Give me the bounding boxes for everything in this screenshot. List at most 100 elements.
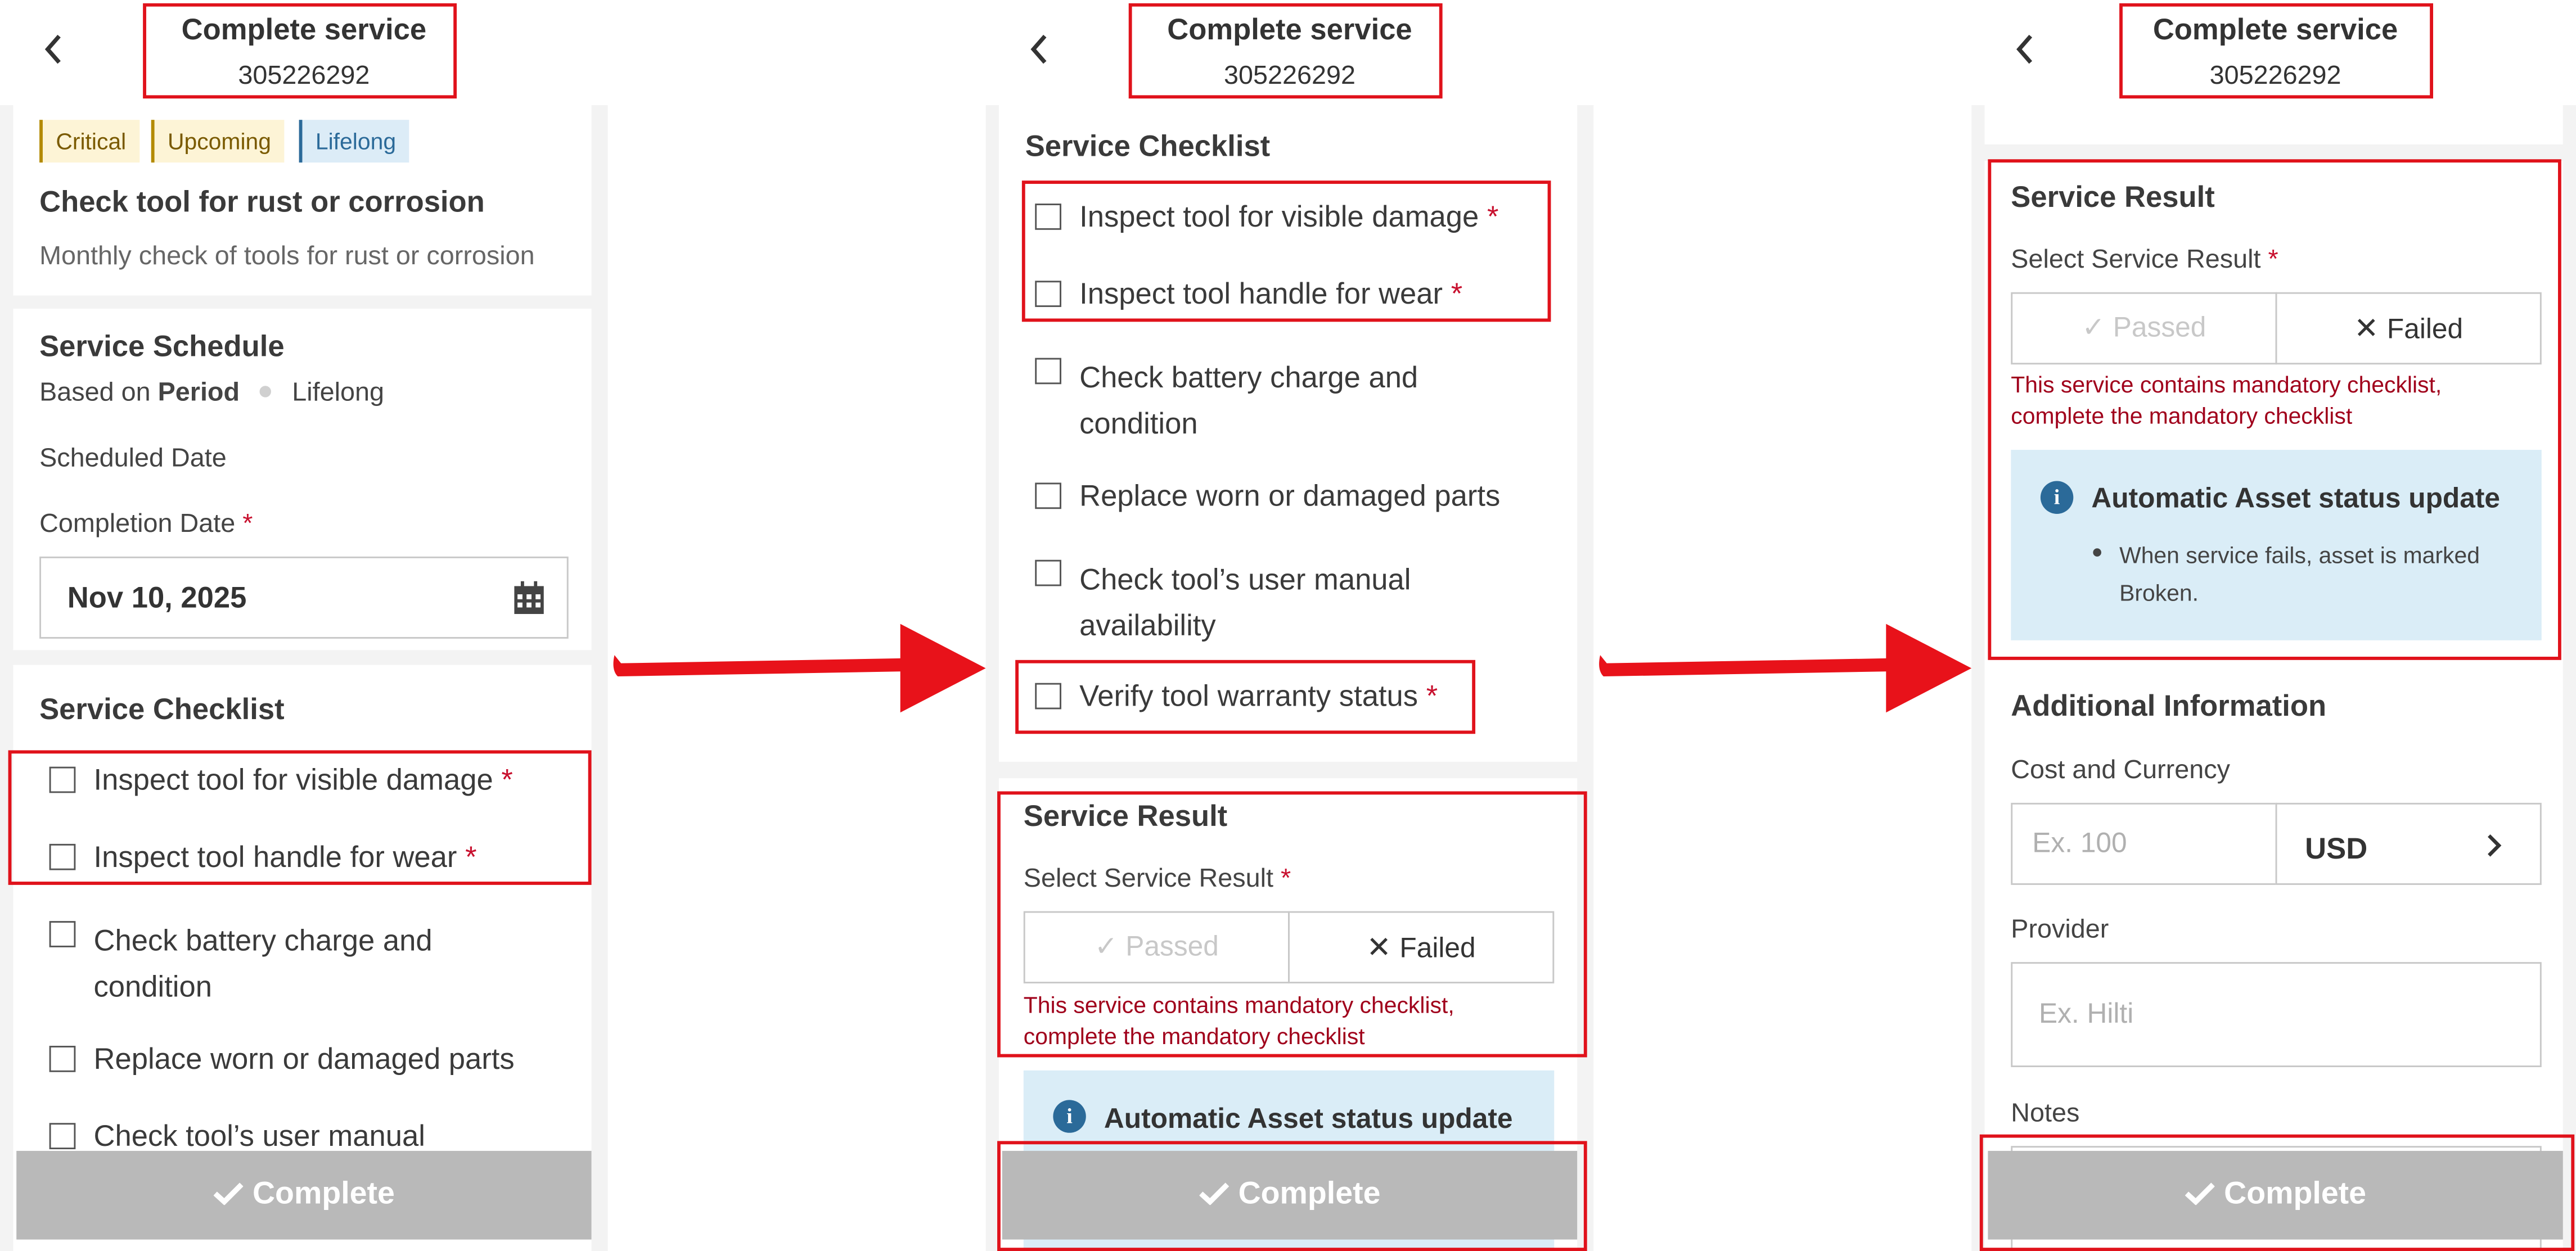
close-icon: ✕ xyxy=(2354,311,2387,345)
chevron-left-icon[interactable] xyxy=(1029,33,1048,65)
header: Complete service 305226292 xyxy=(1971,0,2576,105)
checklist-item-visible-damage: Inspect tool for visible damage * xyxy=(93,763,513,797)
info-icon: i xyxy=(2040,481,2074,514)
checkbox-battery[interactable] xyxy=(49,921,76,947)
service-id: 305226292 xyxy=(1224,62,1355,91)
notes-label: Notes xyxy=(2011,1100,2080,1128)
passed-label: Passed xyxy=(2113,311,2206,344)
service-id: 305226292 xyxy=(2209,62,2341,91)
page-title: Complete service xyxy=(1167,13,1412,46)
header: Complete service 305226292 xyxy=(0,0,608,105)
checkbox-replace-parts[interactable] xyxy=(1035,482,1061,509)
back-button[interactable] xyxy=(43,33,62,75)
checkbox-visible-damage[interactable] xyxy=(49,766,76,793)
chevron-left-icon[interactable] xyxy=(43,33,62,65)
complete-button[interactable]: Complete xyxy=(1988,1150,2563,1240)
back-button[interactable] xyxy=(1029,33,1048,75)
check-icon: ✓ xyxy=(1094,931,1126,963)
auto-status-info: i Automatic Asset status update When ser… xyxy=(2011,450,2542,640)
dot-separator xyxy=(260,386,272,398)
previous-card-end xyxy=(1984,105,2563,144)
auto-status-title: Automatic Asset status update xyxy=(2091,482,2501,514)
checkbox-battery[interactable] xyxy=(1035,358,1061,385)
checklist-item-user-manual: Check tool’s user manual xyxy=(93,1119,425,1153)
additional-heading: Additional Information xyxy=(2011,689,2327,722)
checkbox-user-manual[interactable] xyxy=(1035,559,1061,586)
select-result-label: Select Service Result * xyxy=(2011,246,2278,274)
screen-2: Service Checklist Inspect tool for visib… xyxy=(985,0,1594,1251)
based-prefix: Based on xyxy=(39,379,151,408)
checkbox-user-manual[interactable] xyxy=(49,1123,76,1149)
checklist-item-warranty: Verify tool warranty status * xyxy=(1079,679,1438,713)
tag-upcoming: Upcoming xyxy=(151,120,285,163)
provider-placeholder: Ex. Hilti xyxy=(2038,998,2134,1029)
schedule-heading: Service Schedule xyxy=(39,329,285,363)
checkbox-replace-parts[interactable] xyxy=(49,1046,76,1072)
mandatory-error: This service contains mandatory checklis… xyxy=(1023,991,1454,1049)
complete-button[interactable]: Complete xyxy=(16,1150,592,1240)
complete-button[interactable]: Complete xyxy=(1002,1150,1578,1240)
header: Complete service 305226292 xyxy=(985,0,1594,105)
based-value: Period xyxy=(157,379,240,408)
task-title: Check tool for rust or corrosion xyxy=(39,185,485,219)
highlight-mandatory-items xyxy=(8,750,592,885)
auto-status-title: Automatic Asset status update xyxy=(1104,1103,1513,1135)
mandatory-error: This service contains mandatory checklis… xyxy=(2011,371,2442,429)
checklist-item-visible-damage: Inspect tool for visible damage * xyxy=(1079,200,1499,233)
cost-placeholder: Ex. 100 xyxy=(2032,827,2127,859)
completion-date-text: Completion Date xyxy=(39,511,236,539)
highlight-title xyxy=(2119,3,2434,99)
checkbox-handle-wear[interactable] xyxy=(1035,281,1061,308)
highlight-title xyxy=(1128,3,1443,99)
chevron-right-icon xyxy=(2488,834,2502,857)
highlight-complete-button xyxy=(997,1141,1587,1251)
highlight-service-result xyxy=(1988,159,2561,660)
checklist-heading: Service Checklist xyxy=(39,693,285,726)
highlight-mandatory-items xyxy=(1021,180,1551,322)
cost-input[interactable]: Ex. 100 xyxy=(2011,802,2277,885)
back-button[interactable] xyxy=(2014,33,2034,75)
arrow-right-icon xyxy=(1599,624,1972,713)
lifelong-label: Lifelong xyxy=(292,379,384,408)
checklist-item-replace-parts: Replace worn or damaged parts xyxy=(93,1042,515,1076)
checkbox-handle-wear[interactable] xyxy=(49,843,76,870)
cost-label: Cost and Currency xyxy=(2011,757,2230,785)
checklist-item-replace-parts: Replace worn or damaged parts xyxy=(1079,479,1501,513)
checklist-item-handle-wear: Inspect tool handle for wear * xyxy=(1079,277,1463,310)
chevron-left-icon[interactable] xyxy=(2014,33,2034,65)
completion-date-value: Nov 10, 2025 xyxy=(67,581,247,615)
screen-3: Service Result Select Service Result * ✓… xyxy=(1971,0,2576,1251)
page-title: Complete service xyxy=(2152,13,2398,46)
arrow-right-icon xyxy=(613,624,986,713)
calendar-icon[interactable] xyxy=(514,581,544,615)
based-on: Based on Period Lifelong xyxy=(39,380,384,409)
checklist-heading: Service Checklist xyxy=(1025,129,1271,163)
result-card xyxy=(1984,161,2563,1251)
checkbox-visible-damage[interactable] xyxy=(1035,204,1061,230)
bullet xyxy=(2093,548,2101,557)
complete-button-label: Complete xyxy=(2224,1177,2367,1212)
select-result-label: Select Service Result * xyxy=(1023,865,1291,893)
result-heading: Service Result xyxy=(1023,800,1228,833)
result-heading: Service Result xyxy=(2011,180,2215,214)
highlight-warranty-item xyxy=(1015,660,1476,734)
provider-input[interactable]: Ex. Hilti xyxy=(2011,962,2542,1067)
currency-value: USD xyxy=(2305,832,2368,865)
passed-option[interactable]: ✓ Passed xyxy=(2011,292,2277,365)
completion-date-field[interactable]: Nov 10, 2025 xyxy=(39,556,569,639)
highlight-complete-button xyxy=(1979,1134,2575,1251)
failed-option[interactable]: ✕ Failed xyxy=(1288,911,1555,984)
checkbox-warranty[interactable] xyxy=(1035,683,1061,710)
completion-date-label: Completion Date * xyxy=(39,511,253,540)
check-icon xyxy=(2184,1182,2215,1205)
tag-lifelong: Lifelong xyxy=(299,120,409,163)
currency-select[interactable]: USD xyxy=(2275,802,2542,885)
complete-button-label: Complete xyxy=(252,1177,395,1212)
required-mark: * xyxy=(242,511,253,539)
failed-option[interactable]: ✕ Failed xyxy=(2275,292,2542,365)
scheduled-date-label: Scheduled Date xyxy=(39,445,227,473)
highlight-service-result xyxy=(997,791,1587,1058)
